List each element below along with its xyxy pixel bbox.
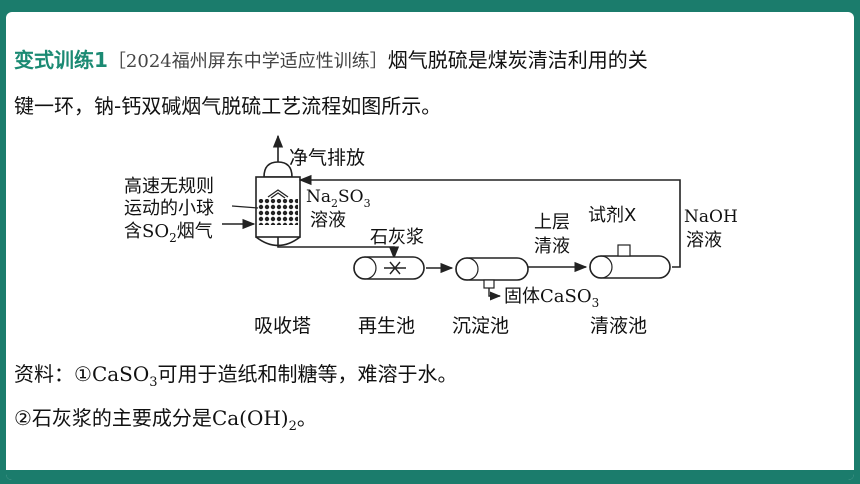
lime-label: 石灰浆: [370, 227, 424, 248]
stage-regen: 再生池: [358, 315, 415, 337]
reagent-inlet: [617, 244, 631, 257]
clear-liquid-tank: [589, 244, 671, 279]
na2so3-word: 溶液: [310, 210, 346, 231]
solid-outlet-arrow: [488, 288, 502, 301]
question-line-1: 变式训练1［2024福州屏东中学适应性训练］烟气脱硫是煤炭清洁利用的关: [14, 44, 648, 73]
stage-absorber: 吸收塔: [254, 315, 311, 337]
slide-panel: 变式训练1［2024福州屏东中学适应性训练］烟气脱硫是煤炭清洁利用的关 键一环，…: [6, 12, 854, 480]
source-bracket: ［2024福州屏东中学适应性训练］: [107, 51, 388, 72]
stage-settle: 沉淀池: [452, 315, 509, 337]
exercise-tag: 变式训练1: [14, 48, 108, 72]
question-line-2: 键一环，钠-钙双碱烟气脱硫工艺流程如图所示。: [14, 94, 442, 118]
stage-clear: 清液池: [590, 315, 647, 337]
naoh-label: NaOH: [684, 207, 738, 227]
settling-tank: [455, 257, 529, 289]
absorption-tower: [255, 161, 301, 247]
ball-label-2: 运动的小球: [124, 198, 214, 219]
na2so3-label: Na2SO3: [306, 187, 371, 210]
reference-line-2: ②石灰浆的主要成分是Ca(OH)2。: [14, 406, 317, 434]
bottom-stripe: [6, 470, 854, 480]
ball-bed: [258, 199, 298, 225]
process-flow-diagram: 净气排放 高速无规则 运动的小球 含SO2烟气 Na2SO3 溶液 石灰浆: [124, 134, 738, 337]
reference-line-1: 资料：①CaSO3可用于造纸和制糖等，难溶于水。: [14, 362, 458, 390]
outlet-label: 净气排放: [289, 147, 365, 169]
upper-label-1: 上层: [534, 212, 570, 233]
upper-label-2: 清液: [534, 236, 570, 257]
solid-label: 固体CaSO3: [504, 286, 599, 310]
reagent-label: 试剂X: [588, 205, 636, 226]
ball-label-1: 高速无规则: [124, 176, 214, 197]
regeneration-tank: [353, 256, 425, 280]
top-band: [0, 0, 860, 10]
recycle-line-right: [488, 179, 681, 268]
inlet-label: 含SO2烟气: [124, 221, 213, 245]
ball-leader-line: [231, 205, 259, 209]
tower-to-regen-arrow: [277, 237, 400, 260]
naoh-word: 溶液: [686, 230, 722, 251]
stirrer-icon: [384, 261, 406, 275]
spray-nozzle-icon: [267, 189, 289, 199]
intro-text-1: 烟气脱硫是煤炭清洁利用的关: [387, 48, 648, 72]
